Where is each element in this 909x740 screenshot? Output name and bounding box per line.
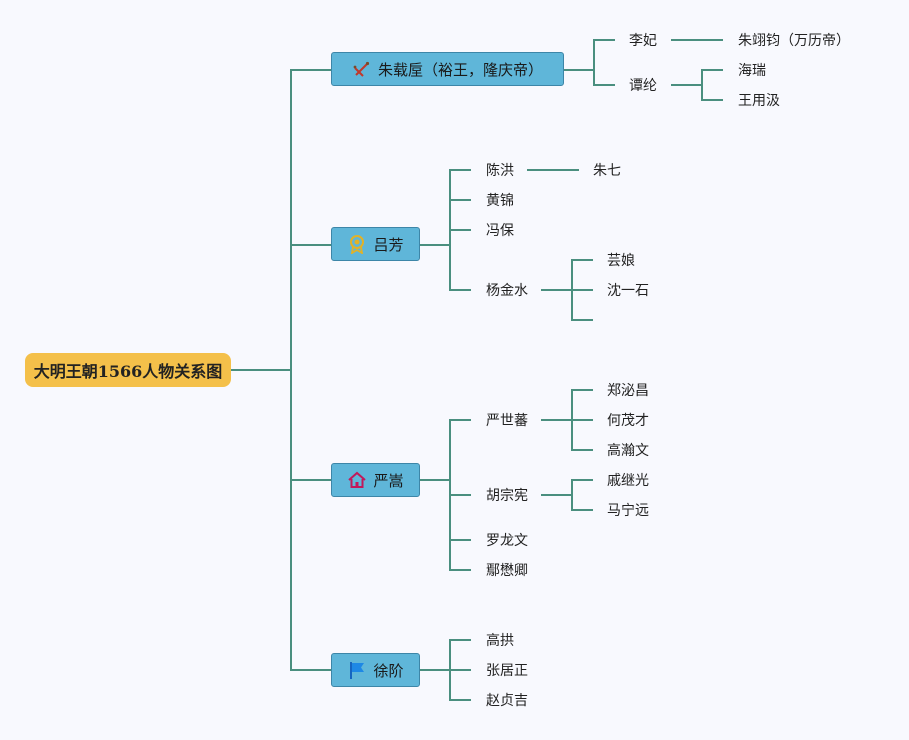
grandchild-node[interactable]: 高瀚文 — [607, 443, 649, 459]
grandchild-node[interactable]: 海瑞 — [738, 63, 766, 79]
grandchild-node[interactable]: 何茂才 — [607, 413, 649, 429]
child-node[interactable]: 李妃 — [629, 33, 657, 49]
grandchild-node[interactable]: 朱翊钧（万历帝） — [738, 33, 850, 49]
branch-node-yan-song[interactable]: 严嵩 — [331, 463, 420, 497]
branch-node-xu-jie[interactable]: 徐阶 — [331, 653, 420, 687]
grandchild-node[interactable]: 戚继光 — [607, 473, 649, 489]
child-node[interactable]: 高拱 — [486, 633, 514, 649]
branch-node-label: 严嵩 — [373, 471, 404, 490]
grandchild-node[interactable]: 沈一石 — [607, 283, 649, 299]
child-node[interactable]: 冯保 — [486, 223, 514, 239]
child-node[interactable]: 鄢懋卿 — [486, 563, 528, 579]
child-node[interactable]: 赵贞吉 — [486, 693, 528, 709]
branch-node-lu-fang[interactable]: 吕芳 — [331, 227, 420, 261]
child-node[interactable]: 张居正 — [486, 663, 528, 679]
grandchild-node[interactable]: 王用汲 — [738, 93, 780, 109]
root-node-label: 大明王朝1566人物关系图 — [33, 362, 223, 381]
grandchild-node[interactable]: 郑泌昌 — [607, 383, 649, 399]
crossed-swords-icon — [352, 59, 372, 79]
medal-icon — [347, 234, 367, 255]
child-node[interactable]: 罗龙文 — [486, 533, 528, 549]
house-icon — [347, 470, 367, 490]
grandchild-node[interactable]: 芸娘 — [607, 253, 635, 269]
branch-node-label: 朱载垕（裕王，隆庆帝） — [377, 60, 543, 79]
child-node[interactable]: 陈洪 — [486, 163, 514, 179]
child-node[interactable]: 杨金水 — [486, 283, 528, 299]
grandchild-node[interactable]: 朱七 — [593, 163, 621, 179]
grandchild-node[interactable]: 马宁远 — [607, 503, 649, 519]
flag-icon — [347, 660, 367, 680]
child-node[interactable]: 严世蕃 — [486, 413, 528, 429]
branch-node-label: 徐阶 — [373, 661, 404, 680]
branch-node-zhu-zaihou[interactable]: 朱载垕（裕王，隆庆帝） — [331, 52, 564, 86]
child-node[interactable]: 黄锦 — [486, 193, 514, 209]
child-node[interactable]: 胡宗宪 — [486, 488, 528, 504]
root-node[interactable]: 大明王朝1566人物关系图 — [25, 353, 231, 387]
child-node[interactable]: 谭纶 — [629, 78, 657, 94]
branch-node-label: 吕芳 — [373, 235, 404, 254]
